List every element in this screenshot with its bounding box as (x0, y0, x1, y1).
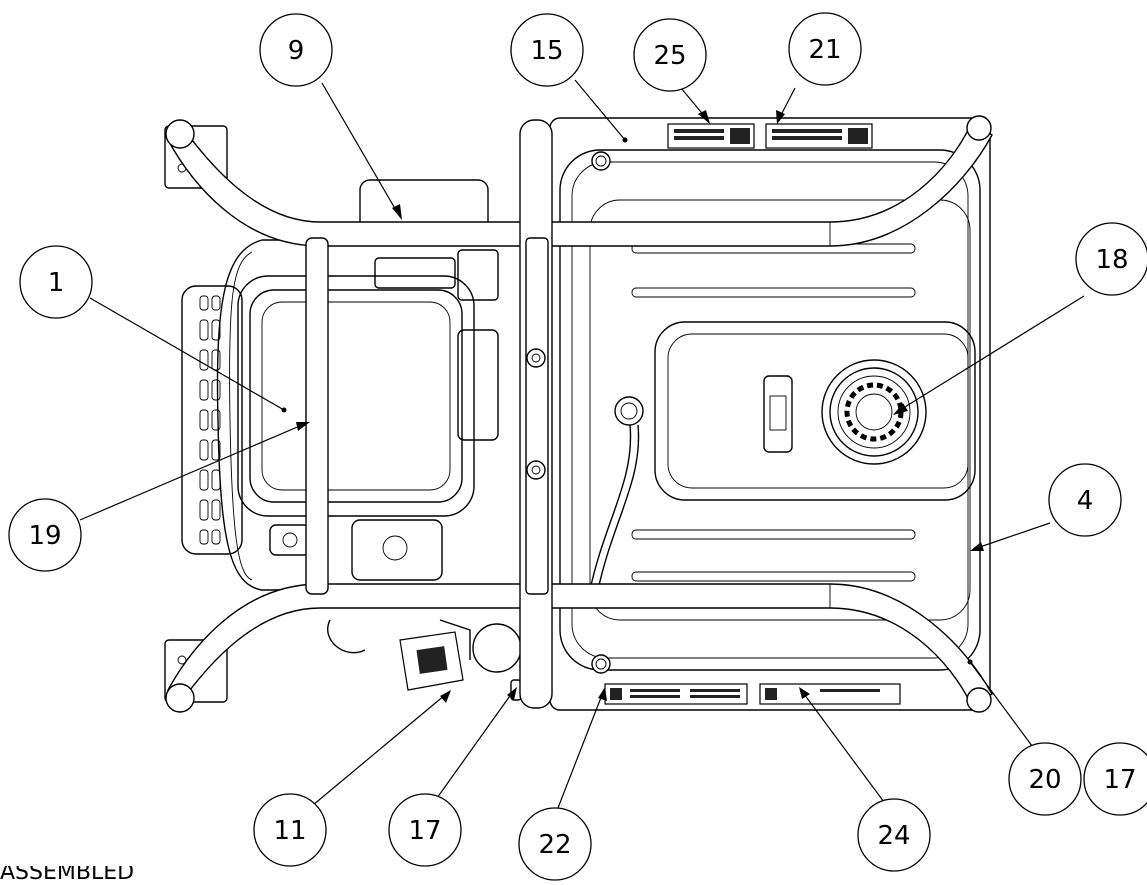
fuel-line-fitting (589, 396, 644, 591)
svg-text:17: 17 (1103, 765, 1136, 795)
svg-text:20: 20 (1028, 765, 1061, 795)
balloon-17-right: 17 (1083, 742, 1147, 816)
svg-text:17: 17 (408, 816, 441, 846)
drawing-caption: ASSEMBLED (0, 860, 135, 885)
svg-text:21: 21 (808, 35, 841, 65)
balloon-22: 22 (518, 807, 592, 881)
air-grille (199, 295, 221, 545)
warning-tag (399, 631, 464, 691)
balloon-17-left: 17 (388, 793, 462, 867)
svg-text:18: 18 (1095, 245, 1128, 275)
balloon-11: 11 (253, 793, 327, 867)
balloon-20: 20 (1008, 742, 1082, 816)
balloon-21: 21 (788, 12, 862, 86)
fuel-cap (821, 359, 927, 465)
balloon-19: 19 (8, 498, 82, 572)
balloon-4: 4 (1048, 463, 1122, 537)
tube-frame (164, 115, 993, 713)
svg-text:15: 15 (530, 36, 563, 66)
svg-text:22: 22 (538, 830, 571, 860)
balloon-9: 9 (259, 13, 333, 87)
svg-text:24: 24 (877, 821, 910, 851)
decal-top-right (765, 123, 873, 149)
engine (181, 179, 499, 591)
svg-text:11: 11 (273, 816, 306, 846)
svg-text:25: 25 (653, 41, 686, 71)
balloon-15: 15 (510, 13, 584, 87)
balloon-25: 25 (633, 18, 707, 92)
leaders (79, 79, 1085, 814)
svg-text:4: 4 (1077, 486, 1094, 516)
decal-bottom-right (759, 683, 901, 705)
svg-text:19: 19 (28, 521, 61, 551)
balloon-24: 24 (857, 798, 931, 872)
balloon-18: 18 (1075, 222, 1147, 296)
decal-bottom-left (604, 683, 748, 705)
svg-text:9: 9 (288, 36, 305, 66)
decal-top-left (667, 123, 755, 149)
fuel-tank (549, 117, 991, 711)
svg-text:1: 1 (48, 268, 65, 298)
balloon-1: 1 (19, 245, 93, 319)
